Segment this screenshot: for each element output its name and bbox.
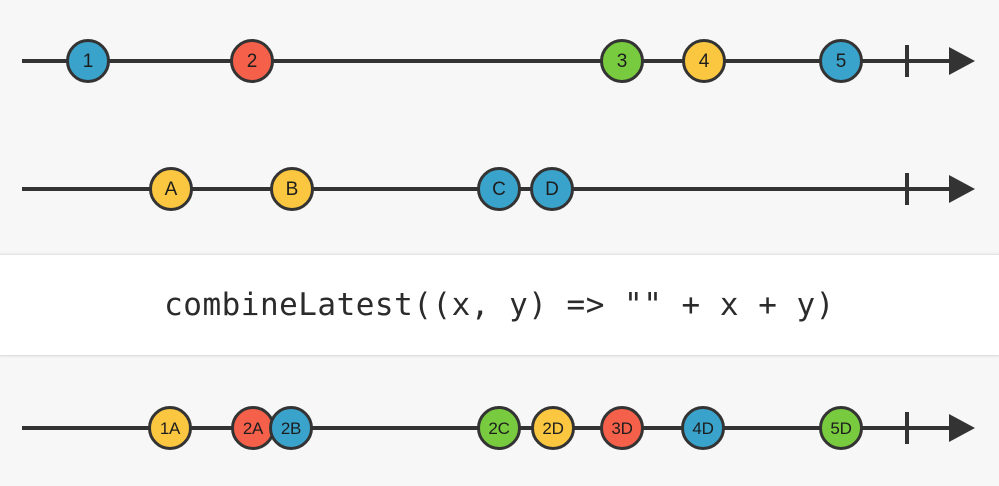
marble-2C[interactable]: 2C [477, 406, 521, 450]
marble-label: 4 [698, 50, 710, 72]
marble-label: 5D [830, 418, 852, 438]
marble-3[interactable]: 3 [600, 39, 644, 83]
marble-label: 5 [835, 50, 847, 72]
marble-5[interactable]: 5 [819, 39, 863, 83]
marble-label: 3D [611, 418, 633, 438]
timeline-axis-source-x [22, 45, 975, 77]
marble-A[interactable]: A [149, 167, 193, 211]
marble-D[interactable]: D [530, 167, 574, 211]
marble-B[interactable]: B [270, 167, 314, 211]
marble-C[interactable]: C [477, 167, 521, 211]
marble-4[interactable]: 4 [682, 39, 726, 83]
marble-label: A [164, 178, 178, 200]
marble-label: 4D [692, 418, 714, 438]
marble-2B[interactable]: 2B [269, 406, 313, 450]
marble-2[interactable]: 2 [230, 39, 274, 83]
marble-label: B [285, 178, 299, 200]
timeline-arrowhead [949, 175, 975, 203]
marble-label: 2A [242, 418, 264, 438]
marble-label: 2D [542, 418, 564, 438]
timeline-result: 1A 2A 2B 2C 2D 3D 4D 5D [0, 398, 999, 458]
marble-3D[interactable]: 3D [600, 406, 644, 450]
marble-1A[interactable]: 1A [148, 406, 192, 450]
marble-5D[interactable]: 5D [819, 406, 863, 450]
operator-band: combineLatest((x, y) => "" + x + y) [0, 254, 999, 356]
marble-1[interactable]: 1 [66, 39, 110, 83]
marble-label: 2C [488, 418, 510, 438]
marble-label: C [492, 178, 506, 200]
marble-2D[interactable]: 2D [531, 406, 575, 450]
marble-label: 2B [280, 418, 302, 438]
marble-label: 2 [246, 50, 258, 72]
marble-label: 1 [82, 50, 94, 72]
marble-label: 3 [616, 50, 628, 72]
timeline-source-y: A B C D [0, 159, 999, 219]
operator-label: combineLatest((x, y) => "" + x + y) [164, 287, 835, 323]
timeline-arrowhead [949, 414, 975, 442]
marble-label: D [545, 178, 559, 200]
marble-4D[interactable]: 4D [681, 406, 725, 450]
timeline-arrowhead [949, 47, 975, 75]
marble-label: 1A [159, 418, 181, 438]
timeline-source-x: 1 2 3 4 5 [0, 31, 999, 91]
